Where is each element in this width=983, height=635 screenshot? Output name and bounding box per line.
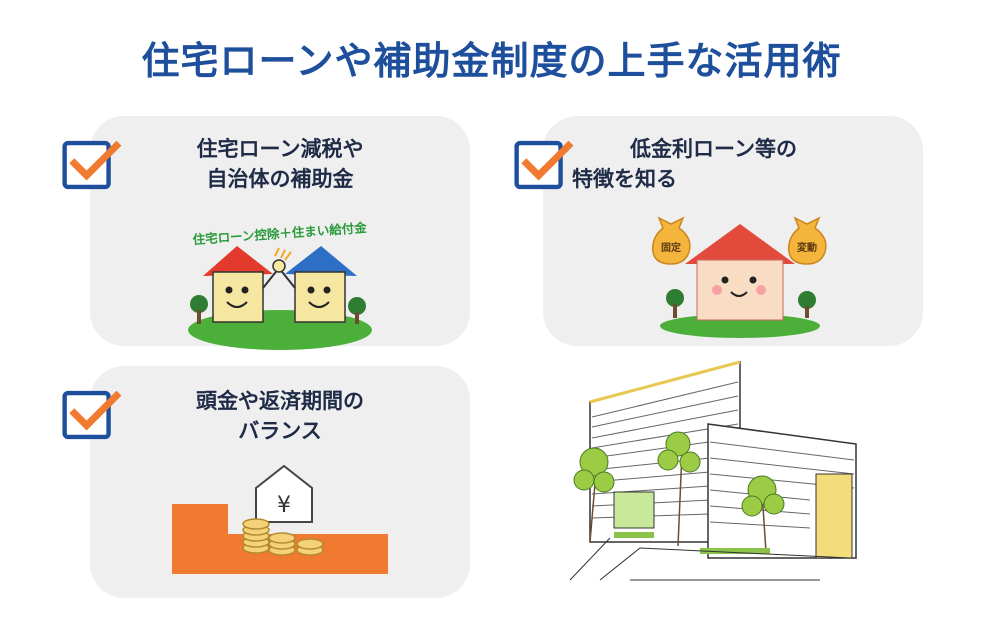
house-money-bags-illustration: 固定 変動 (651, 216, 827, 338)
bag-label-fixed: 固定 (661, 241, 681, 254)
happy-houses-illustration: 住宅ローン控除＋住まい給付金 (188, 220, 372, 350)
banner-text: 住宅ローン控除＋住まい給付金 (192, 220, 367, 247)
house-sketch-illustration (569, 360, 857, 581)
yen-symbol: ¥ (277, 493, 291, 518)
card-title-low-interest: 低金利ローン等の 特徴を知る (572, 134, 852, 194)
card-title-line2: 特徴を知る (572, 167, 677, 191)
card-tax-subsidy (90, 116, 470, 346)
card-title-line1: 低金利ローン等の (630, 137, 797, 161)
card-title-tax-subsidy: 住宅ローン減税や 自治体の補助金 (160, 134, 400, 194)
card-title-line2: 自治体の補助金 (206, 167, 354, 191)
card-title-line2: バランス (238, 419, 322, 443)
card-title-downpayment: 頭金や返済期間の バランス (160, 386, 400, 446)
bag-label-variable: 変動 (797, 241, 817, 254)
checkbox-icon (514, 140, 574, 190)
checkbox-icon (62, 140, 122, 190)
page-title: 住宅ローンや補助金制度の上手な活用術 (141, 39, 842, 83)
coins-balance-illustration: ¥ (172, 464, 388, 574)
checkbox-icon (62, 390, 122, 440)
card-title-line1: 住宅ローン減税や (196, 137, 364, 161)
coin-stacks (242, 518, 324, 556)
card-title-line1: 頭金や返済期間の (196, 389, 364, 413)
